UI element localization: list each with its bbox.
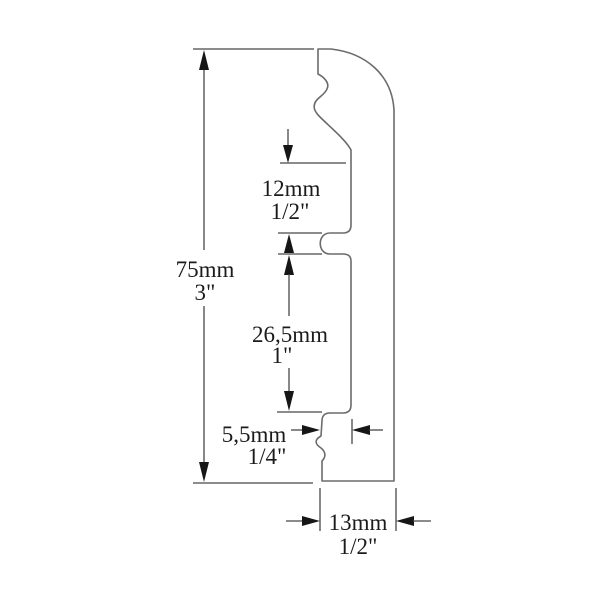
- arrow-right-icon: [302, 425, 320, 435]
- bottom-recess-label-imperial: 1/4": [248, 444, 287, 469]
- overall-height-label-imperial: 3": [195, 280, 216, 305]
- arrow-left-icon: [396, 516, 414, 526]
- middle-section-dimension: 26,5mm 1": [252, 253, 328, 413]
- arrow-down-icon: [199, 462, 209, 482]
- overall-height-dimension: 75mm 3": [176, 48, 314, 484]
- overall-thickness-dimension: 13mm 1/2": [286, 488, 431, 559]
- molding-profile-outline: [313, 48, 395, 482]
- middle-section-label-metric: 26,5mm: [252, 322, 328, 347]
- top-section-label-metric: 12mm: [262, 176, 321, 201]
- overall-thickness-label-imperial: 1/2": [339, 534, 378, 559]
- overall-height-label-metric: 75mm: [176, 257, 235, 282]
- arrow-up-icon: [199, 50, 209, 70]
- bottom-recess-label-metric: 5,5mm: [222, 422, 287, 447]
- arrow-left-icon: [352, 425, 370, 435]
- arrow-down-icon: [283, 145, 293, 163]
- bottom-recess-dimension: 5,5mm 1/4": [222, 419, 383, 469]
- overall-thickness-label-metric: 13mm: [329, 510, 388, 535]
- top-section-label-imperial: 1/2": [271, 199, 310, 224]
- arrow-down-icon: [284, 391, 294, 411]
- top-section-dimension: 12mm 1/2": [262, 129, 346, 253]
- arrow-right-icon: [302, 516, 320, 526]
- arrow-up-icon: [284, 234, 294, 253]
- middle-section-label-imperial: 1": [272, 343, 293, 368]
- arrow-up-icon: [284, 255, 294, 275]
